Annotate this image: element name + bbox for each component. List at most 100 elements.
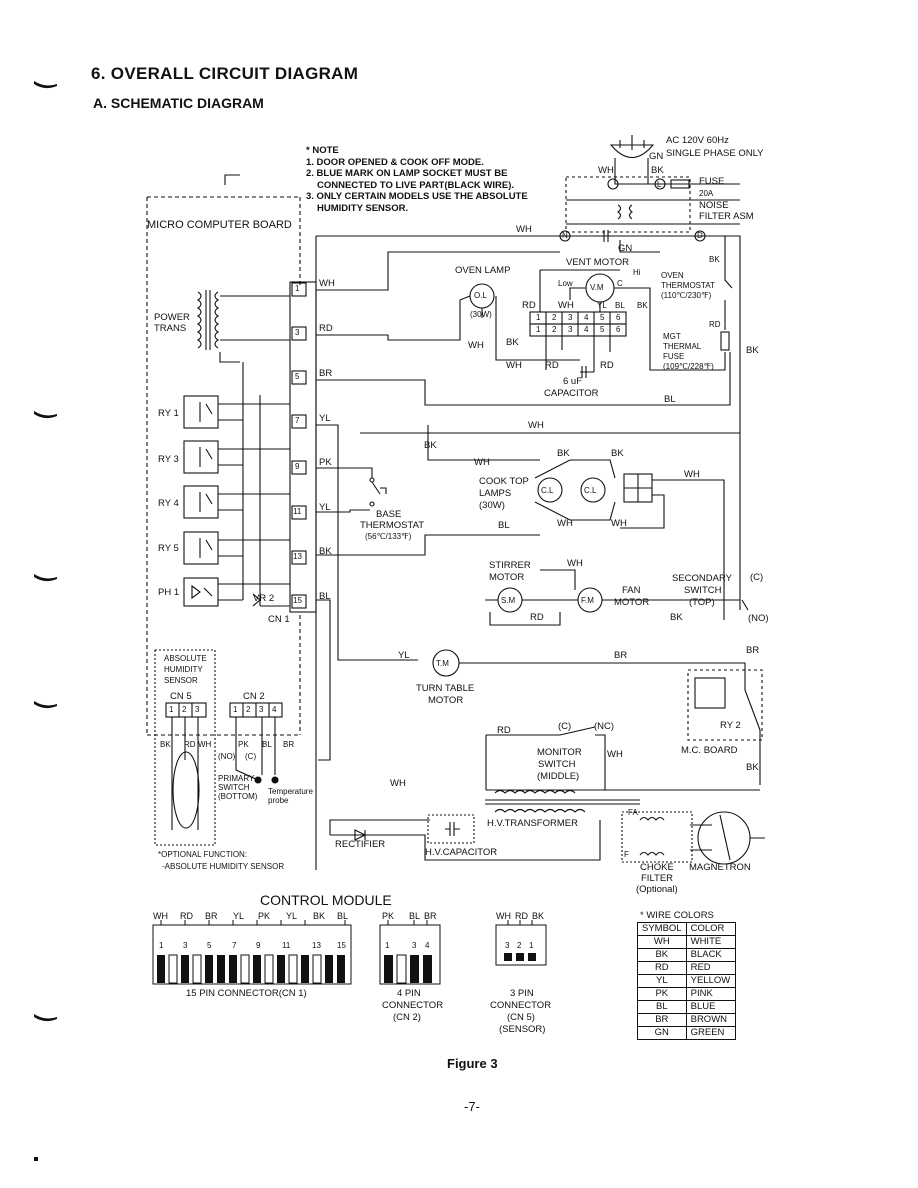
- color-cell: BROWN: [685, 1013, 736, 1027]
- stirrer-label-2: MOTOR: [489, 572, 525, 583]
- filter-cap: [560, 230, 609, 242]
- relay-ry2: [694, 677, 726, 709]
- primary-switch-terminal: [254, 776, 262, 784]
- cn2-pins: [384, 954, 432, 984]
- color-cell: PINK: [685, 987, 736, 1001]
- mgt-fuse-label-3: FUSE: [663, 352, 685, 361]
- wire-bk-label: BK: [651, 165, 664, 176]
- cn2-connector-body: [379, 924, 441, 985]
- cn5-connector: [165, 702, 207, 718]
- cn2-connector-label-3: (CN 2): [393, 1012, 421, 1023]
- wire-pk-label: PK: [238, 740, 249, 749]
- cn1-wire-bl: BL: [337, 911, 349, 921]
- filter-lines: [566, 199, 740, 225]
- monitor-label-1: MONITOR: [537, 747, 582, 758]
- wire: [620, 479, 725, 620]
- wire-bk-label: BK: [670, 612, 683, 623]
- cn5-wire-rd: RD: [515, 911, 528, 921]
- color-cell: RED: [685, 961, 736, 975]
- base-thermostat: [371, 481, 387, 495]
- wire-br: [316, 352, 731, 406]
- binding-mark: [34, 701, 57, 709]
- noise-filter-label-2: FILTER ASM: [699, 211, 754, 222]
- ry3-label: RY 3: [158, 454, 179, 465]
- oven-lamp-rating: (30W): [470, 310, 492, 319]
- capacitor-label: CAPACITOR: [544, 388, 599, 399]
- terminal-n-label: N: [562, 231, 568, 240]
- vent-hi-label: Hi: [633, 268, 641, 277]
- wire-br-label: BR: [746, 645, 760, 656]
- optional-function-desc: -ABSOLUTE HUMIDITY SENSOR: [162, 862, 285, 871]
- cn1-pin-boxes: [291, 282, 307, 609]
- terminal-bot-2: 2: [552, 325, 557, 334]
- temperature-probe-terminal: [271, 776, 279, 784]
- cn5-connector-body: [495, 924, 547, 966]
- cn2-pin-3: 3: [259, 705, 264, 714]
- color-cell: GREEN: [685, 1026, 736, 1040]
- wire: [495, 296, 580, 361]
- terminal-top-2: 2: [552, 313, 557, 322]
- color-cell: YELLOW: [685, 974, 736, 988]
- relay-ry1: [183, 395, 219, 429]
- header-symbol: SYMBOL: [637, 922, 687, 936]
- primary-switch-label-2: SWITCH: [218, 783, 250, 792]
- wire-bk-label: BK: [746, 762, 759, 773]
- terminal-bot-4: 4: [584, 325, 589, 334]
- cn5-wire-bk: BK: [532, 911, 545, 921]
- cn5-dividers: [178, 703, 193, 717]
- cn2-wire-br: BR: [424, 911, 437, 921]
- monitor-label-2: SWITCH: [538, 759, 576, 770]
- cn5-pin-2: 2: [182, 705, 187, 714]
- humidity-sensor-body: [172, 751, 200, 829]
- wire-bl-label: BL: [319, 591, 331, 602]
- wire-bk-label: BK: [709, 255, 720, 264]
- ry2-label: RY 2: [720, 720, 741, 731]
- wire-rd-label: RD: [184, 740, 196, 749]
- symbol-cell: RD: [637, 961, 687, 975]
- cn1-wire-yl2: YL: [286, 911, 298, 921]
- wire-yl-label: YL: [597, 301, 607, 310]
- power-trans-primary: [197, 291, 202, 349]
- symbol-cell: BR: [637, 1013, 687, 1027]
- choke-label-3: (Optional): [636, 884, 678, 895]
- figure-caption: Figure 3: [447, 1056, 498, 1071]
- secondary-switch: [739, 590, 749, 611]
- wire-bl-label: BL: [615, 301, 625, 310]
- ac-plug: [609, 144, 655, 159]
- wire-wh-label: WH: [611, 518, 627, 529]
- wire-br-label: BR: [319, 368, 333, 379]
- filter-coil: [617, 204, 633, 220]
- wire-wh-label: WH: [528, 420, 544, 431]
- sensor-title-2: HUMIDITY: [164, 665, 203, 674]
- secondary-label-3: (TOP): [689, 597, 715, 608]
- primary-switch-label-1: PRIMARY: [218, 774, 255, 783]
- terminal-bot-3: 3: [568, 325, 573, 334]
- hv-secondary: [494, 808, 586, 813]
- wire-pk-label: PK: [319, 457, 332, 468]
- symbol-cell: BL: [637, 1000, 687, 1014]
- vr2: [252, 593, 261, 607]
- subsection-title: A. SCHEMATIC DIAGRAM: [93, 95, 264, 111]
- cn1-pin-num-3: 3: [183, 941, 188, 950]
- mgt-fuse: [720, 331, 730, 351]
- wire-rd: [316, 300, 461, 341]
- hv-circuit: [329, 819, 430, 835]
- cn1-connector-body: [152, 924, 352, 985]
- hv-primary: [494, 789, 576, 794]
- hv-core: [485, 799, 640, 805]
- terminal-bot-1: 1: [536, 325, 541, 334]
- turntable-symbol: T.M: [436, 659, 449, 668]
- mgt-fuse-label-4: (109℃/228℉): [663, 362, 714, 371]
- wire-wh-label: WH: [198, 740, 212, 749]
- mc-board-outline: [687, 669, 763, 741]
- capacitor-value: 6 uF: [563, 376, 583, 387]
- ry5-label: RY 5: [158, 543, 179, 554]
- sensor-title-3: SENSOR: [164, 676, 198, 685]
- cn1-wire-bk: BK: [313, 911, 326, 921]
- relay-lines: [218, 403, 290, 585]
- ph1-label: PH 1: [158, 587, 180, 598]
- cn5-connector-label-3: (CN 5): [507, 1012, 535, 1023]
- cn5-wire-wh: WH: [496, 911, 511, 921]
